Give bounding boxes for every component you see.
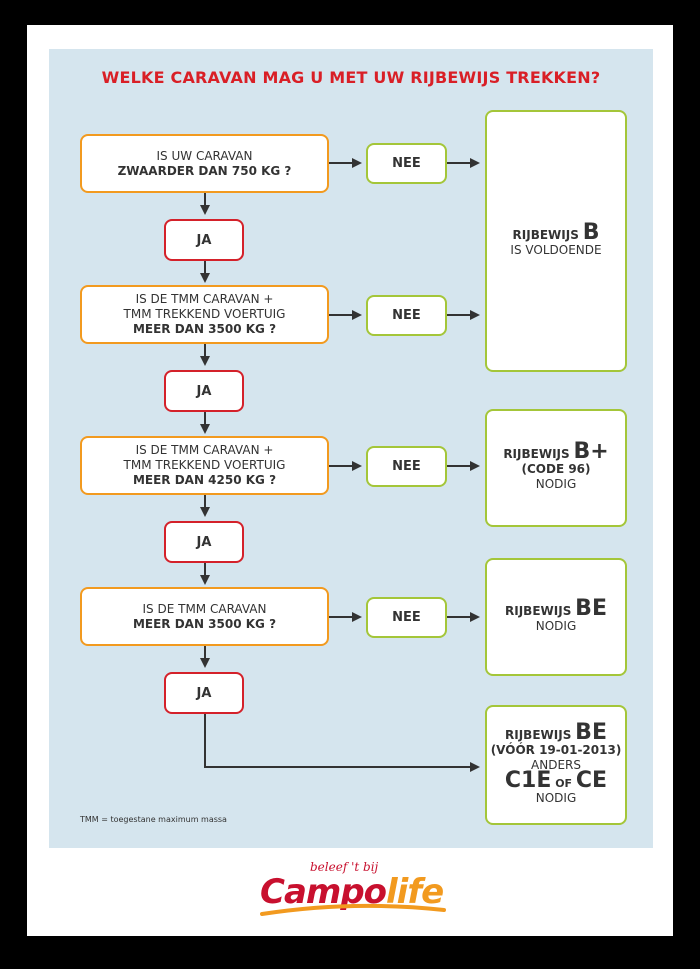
result-be-prefix: RIJBEWIJS	[505, 603, 572, 618]
result-4-of: OF	[555, 776, 573, 790]
result-bplus-prefix: RIJBEWIJS	[503, 447, 570, 461]
nee-box-3: NEE	[366, 446, 447, 487]
logo-tagline: beleef 't bij	[310, 860, 379, 874]
ja-box-4: JA	[164, 672, 244, 714]
question-3-line2: TMM TREKKEND VOERTUIG	[123, 458, 286, 472]
result-4-alt1: C1E	[504, 767, 552, 793]
result-be: RIJBEWIJS BE NODIG	[485, 558, 627, 676]
question-4: IS DE TMM CARAVAN MEER DAN 3500 KG ?	[80, 587, 329, 646]
result-bplus-category: B+	[573, 439, 609, 464]
logo-swoosh-icon	[260, 903, 446, 916]
question-4-bold: MEER DAN 3500 KG ?	[132, 616, 277, 631]
result-bplus: RIJBEWIJS B+ (CODE 96) NODIG	[485, 409, 627, 527]
question-1-line1: IS UW CARAVAN	[156, 148, 253, 163]
footnote: TMM = toegestane maximum massa	[80, 815, 227, 824]
result-b-category: B	[582, 219, 600, 245]
question-2-bold: MEER DAN 3500 KG ?	[132, 322, 277, 336]
result-b-prefix: RIJBEWIJS	[512, 227, 579, 242]
question-2-line1: IS DE TMM CARAVAN +	[135, 292, 274, 306]
question-1-bold: ZWAARDER DAN 750 KG ?	[117, 163, 292, 178]
result-bplus-line3: NODIG	[535, 477, 577, 491]
question-2-line2: TMM TREKKEND VOERTUIG	[123, 307, 286, 321]
result-4-category: BE	[575, 719, 607, 745]
result-b-line2: IS VOLDOENDE	[510, 242, 602, 257]
ja-box-3: JA	[164, 521, 244, 563]
result-be-category: BE	[575, 595, 607, 621]
question-4-line1: IS DE TMM CARAVAN	[142, 601, 267, 616]
result-4-prefix: RIJBEWIJS	[505, 727, 572, 742]
question-2: IS DE TMM CARAVAN + TMM TREKKEND VOERTUI…	[80, 285, 329, 344]
campolife-logo: beleef 't bij Campolife	[258, 858, 448, 920]
question-1: IS UW CARAVAN ZWAARDER DAN 750 KG ?	[80, 134, 329, 193]
result-bplus-code: (CODE 96)	[521, 462, 591, 476]
question-3-bold: MEER DAN 4250 KG ?	[132, 473, 277, 487]
result-be-c1e-ce: RIJBEWIJS BE (VÓÓR 19-01-2013) ANDERS C1…	[485, 705, 627, 825]
result-be-line2: NODIG	[535, 618, 577, 633]
result-4-date: (VÓÓR 19-01-2013)	[490, 742, 622, 757]
result-4-nodig: NODIG	[535, 790, 577, 805]
nee-box-4: NEE	[366, 597, 447, 638]
result-4-alt2: CE	[575, 767, 608, 793]
nee-box-1: NEE	[366, 143, 447, 184]
question-3: IS DE TMM CARAVAN + TMM TREKKEND VOERTUI…	[80, 436, 329, 495]
nee-box-2: NEE	[366, 295, 447, 336]
arrow-ja4-r4	[204, 714, 480, 772]
ja-box-2: JA	[164, 370, 244, 412]
result-b: RIJBEWIJS B IS VOLDOENDE	[485, 110, 627, 372]
ja-box-1: JA	[164, 219, 244, 261]
result-4-anders: ANDERS	[531, 757, 581, 772]
flowchart-title: WELKE CARAVAN MAG U MET UW RIJBEWIJS TRE…	[101, 68, 601, 87]
question-3-line1: IS DE TMM CARAVAN +	[135, 443, 274, 457]
